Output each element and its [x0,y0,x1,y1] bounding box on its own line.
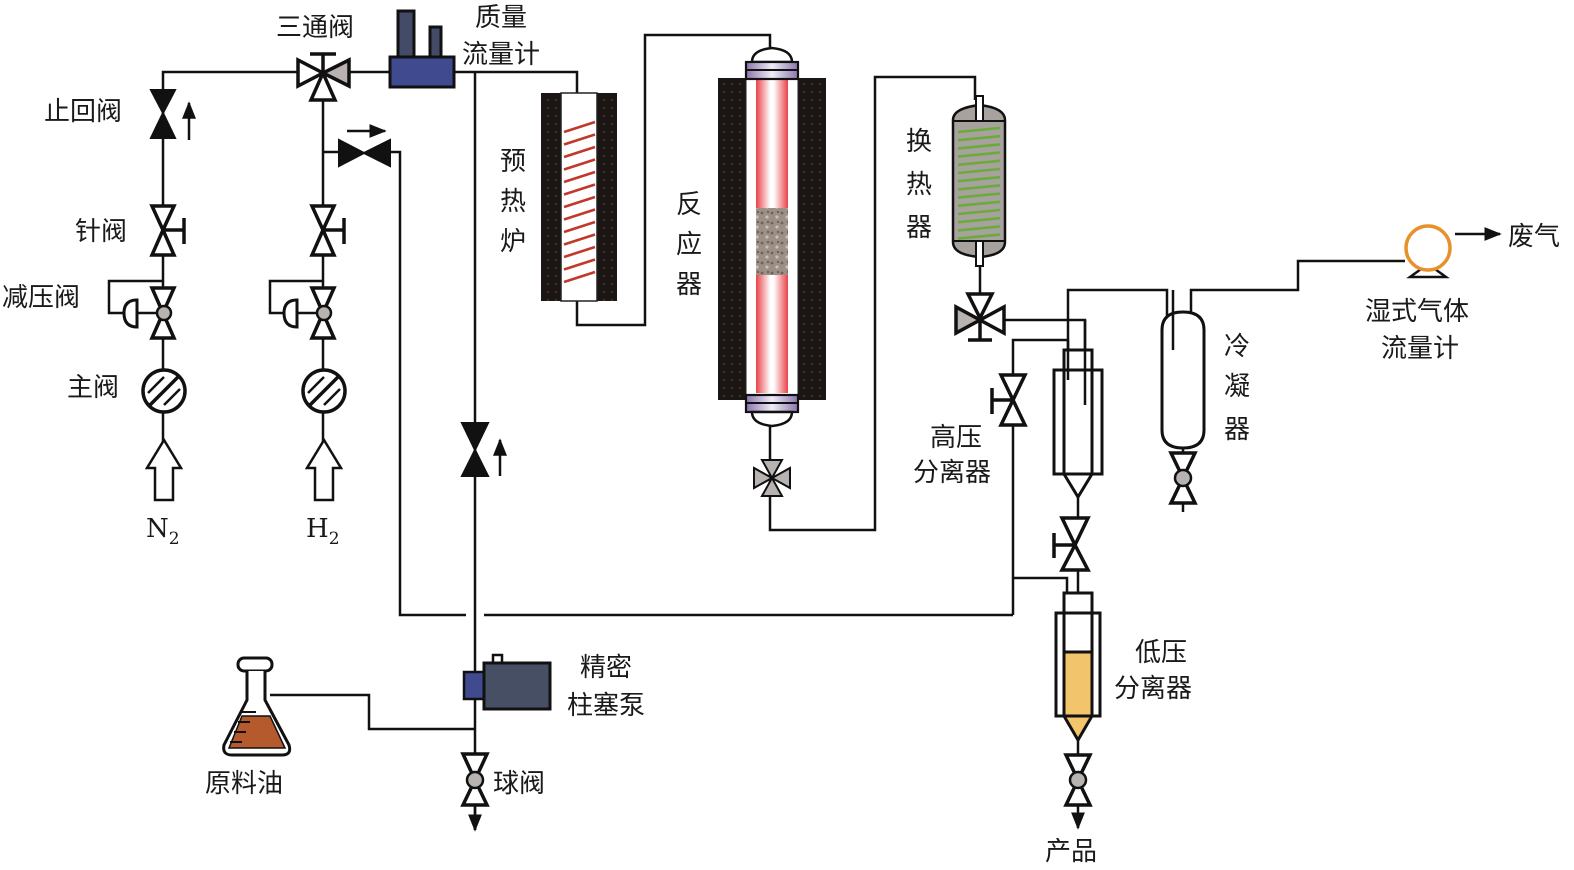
preheater-coil-turn [563,270,596,284]
label-feed-oil: 原料油 [205,769,283,799]
label-n2: N2 [146,514,180,549]
heat-exchanger-coil-turn [957,225,1001,232]
label-preheater-1: 预 [500,147,526,177]
heat-exchanger-coil-turn [957,184,1001,191]
mass-flow-meter [388,9,456,89]
preheater-coil-turn [563,220,596,234]
label-mass-flow-meter-2: 流量计 [462,40,540,70]
label-waste-gas: 废气 [1508,222,1560,252]
label-plunger-pump-2: 柱塞泵 [567,691,645,721]
wet-gas-flow-meter [1404,224,1502,279]
label-ball-valve: 球阀 [493,769,545,799]
label-pressure-reducing-valve: 减压阀 [2,283,80,313]
label-hp-separator-1: 高压 [930,423,982,453]
feed-check-valve[interactable] [460,422,507,477]
condenser-ball-valve[interactable] [1168,448,1198,512]
heat-exchanger-coil-turn [957,175,1001,183]
label-hp-separator-2: 分离器 [913,458,991,488]
label-reactor-2: 应 [676,230,702,260]
label-h2: H2 [306,514,340,549]
needle-valve-h2[interactable] [309,204,346,257]
preheater-coil-turn [563,133,596,146]
heat-exchanger-coil-turn [957,216,1001,224]
hp-separator-needle-valve[interactable] [990,373,1028,427]
condenser [1160,290,1206,450]
hp-separator [1052,320,1104,518]
heat-exchanger-coil-turn [957,167,1001,175]
preheater-coil-turn [563,170,596,184]
three-way-valve[interactable] [296,52,351,102]
label-reactor-1: 反 [676,190,702,220]
label-heat-exchanger-1: 换 [906,127,932,157]
reactor [718,46,826,428]
label-condenser-1: 冷 [1224,332,1250,362]
label-three-way-valve: 三通阀 [276,13,354,43]
preheater-coil-turn [563,233,596,246]
heat-exchanger-coil-turn [957,134,1001,142]
label-wet-gas-meter-2: 流量计 [1381,334,1459,364]
preheater-coil-turn [563,195,596,209]
label-product: 产品 [1045,837,1097,867]
h2-inlet-arrow-icon [304,437,344,502]
n2-inlet-arrow-icon [144,437,184,502]
label-heat-exchanger-2: 热 [906,170,932,200]
bypass-check-valve[interactable] [338,124,391,168]
label-lp-separator-2: 分离器 [1114,674,1192,704]
lp-separator [1054,591,1102,755]
label-plunger-pump-1: 精密 [580,653,632,683]
needle-valve-n2[interactable] [149,204,186,257]
heat-exchanger-coil-turn [957,192,1001,199]
main-valve-n2[interactable] [141,368,187,414]
feed-oil-flask [222,656,292,757]
label-condenser-3: 器 [1224,415,1250,445]
heat-exchanger-coil-turn [957,233,1001,240]
main-valve-h2[interactable] [301,368,347,414]
reactor-drain-valve[interactable] [753,459,791,497]
plunger-pump [462,653,552,711]
preheater-coil-turn [563,120,596,134]
pressure-reducing-valve-h2[interactable] [268,279,337,340]
preheater-coil-turn [563,183,596,196]
heat-exchanger-coil-turn [957,200,1001,208]
hp-bottom-needle-valve[interactable] [1052,516,1091,593]
heat-exchanger-coil-turn [957,151,1001,158]
label-preheater-3: 炉 [500,227,526,257]
check-valve-n2[interactable] [149,89,196,140]
preheater-furnace [541,92,617,302]
label-condenser-2: 凝 [1224,372,1250,402]
label-heat-exchanger-3: 器 [906,213,932,243]
heat-exchanger-coil-turn [957,143,1001,150]
drain-ball-valve[interactable] [460,752,490,832]
label-needle-valve: 针阀 [75,217,127,247]
preheater-coil-turn [563,258,596,271]
label-main-valve: 主阀 [67,373,119,403]
preheater-coil-turn [563,145,596,159]
heat-exchanger-coil-turn [957,159,1001,167]
preheater-coil-turn [563,208,596,221]
label-mass-flow-meter-1: 质量 [475,3,527,33]
label-check-valve: 止回阀 [44,97,122,127]
heat-exchanger-coil-turn [957,208,1001,216]
product-ball-valve[interactable] [1063,753,1093,830]
label-wet-gas-meter-1: 湿式气体 [1365,297,1469,327]
preheater-coil-turn [563,245,596,259]
heat-exchanger [951,95,1007,267]
label-reactor-3: 器 [676,270,702,300]
heat-exchanger-coil-turn [957,126,1001,134]
label-lp-separator-1: 低压 [1135,638,1187,668]
hx-three-way-valve[interactable] [954,292,1006,342]
preheater-coil-turn [563,158,596,171]
pressure-reducing-valve-n2[interactable] [107,279,177,340]
label-preheater-2: 热 [500,187,526,217]
